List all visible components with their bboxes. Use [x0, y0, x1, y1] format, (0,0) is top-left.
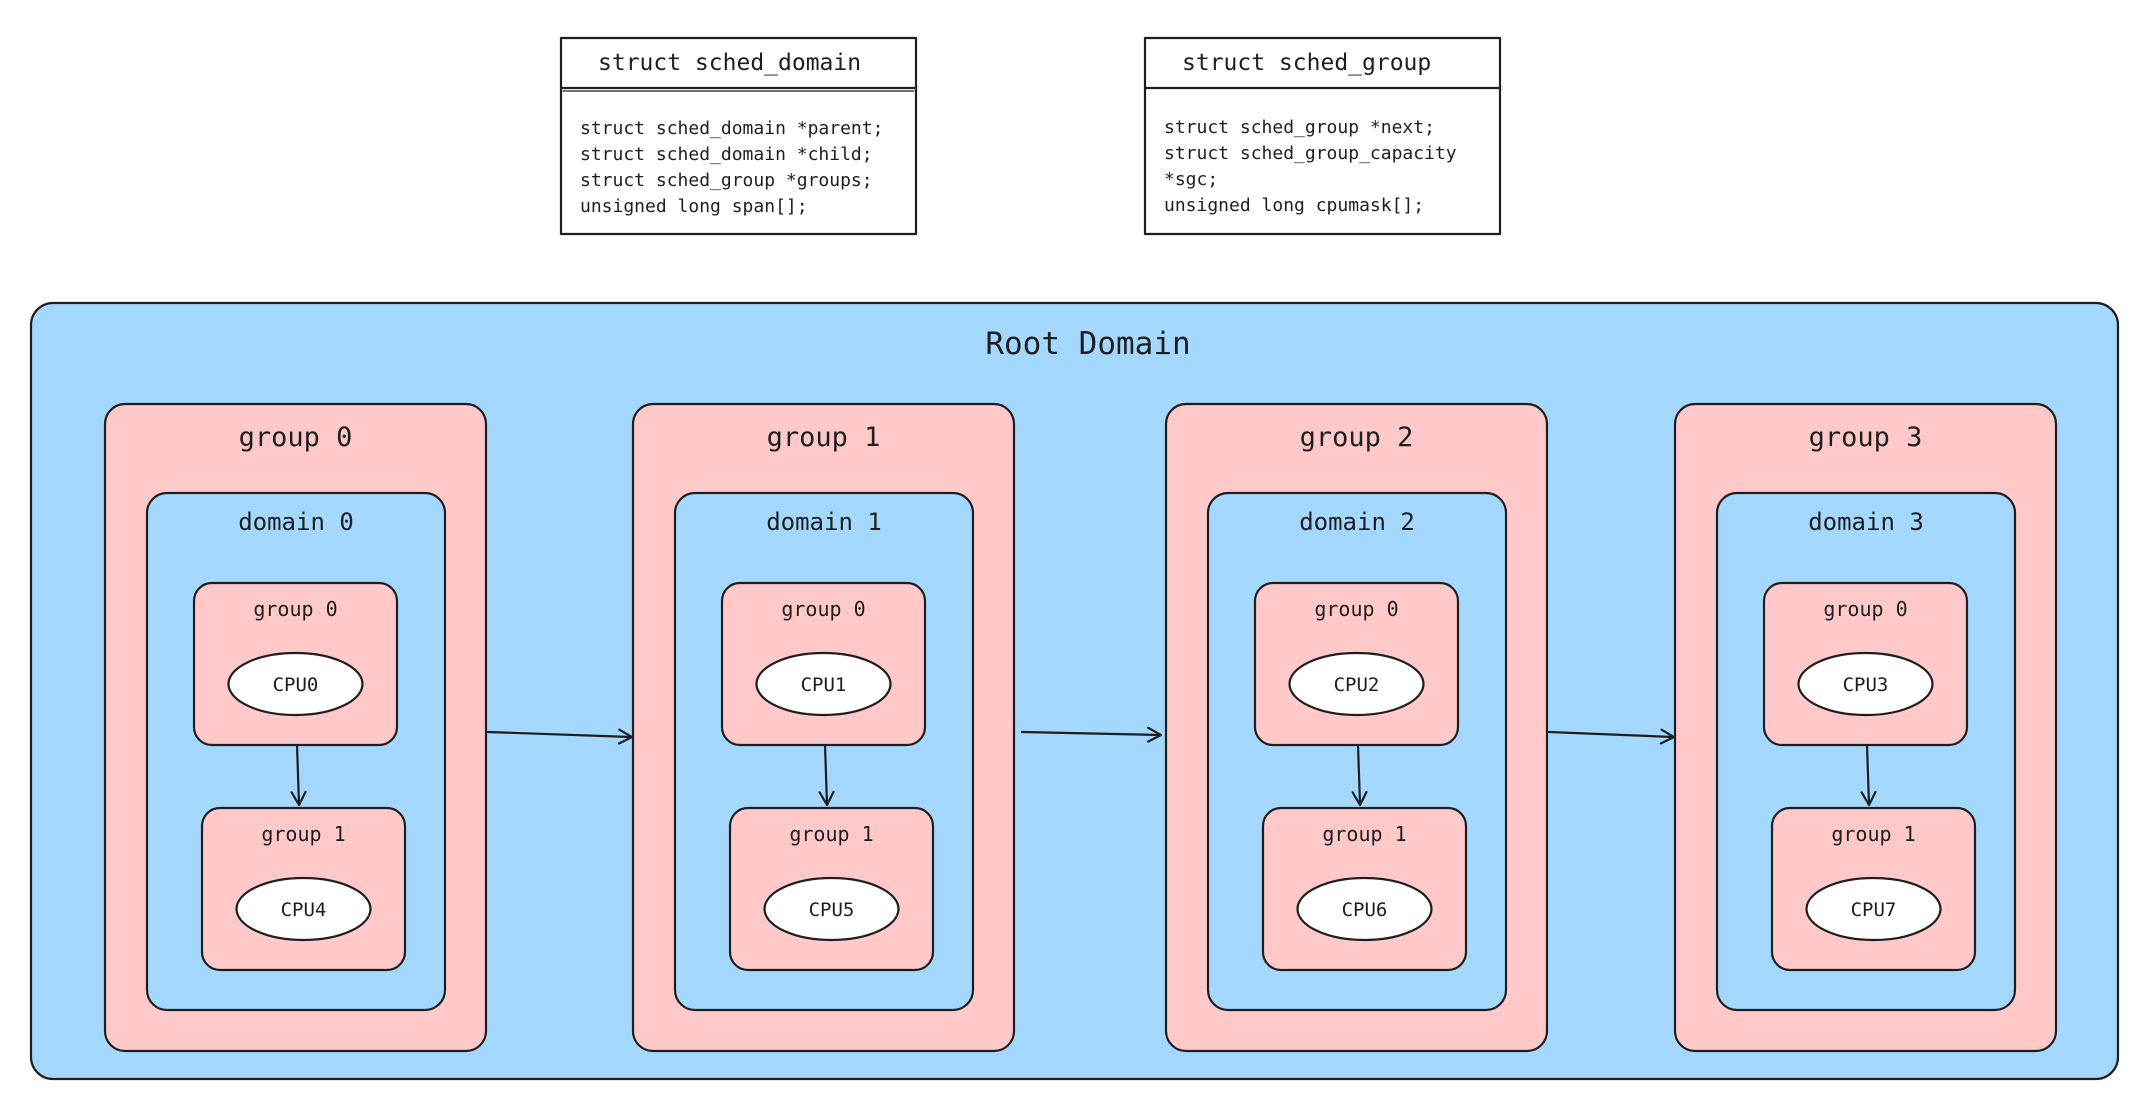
cpu-label: CPU6 — [1342, 899, 1388, 921]
domain-title: domain 1 — [766, 508, 882, 536]
cpu-label: CPU5 — [809, 899, 855, 921]
subgroup-0: group 0 CPU2 — [1253, 581, 1460, 747]
cpu-label: CPU3 — [1843, 674, 1889, 696]
struct-field: *sgc; — [1164, 169, 1218, 190]
struct-field: struct sched_domain *parent; — [580, 118, 883, 139]
group-title: group 3 — [1809, 422, 1923, 453]
cpu-node — [227, 651, 364, 717]
subgroup-0: group 0 CPU3 — [1762, 581, 1969, 747]
group-title: group 0 — [239, 422, 353, 453]
domain-0: domain 0 group 0 CPU0 group 1 CPU4 — [145, 491, 447, 1012]
group-next-arrow — [486, 732, 631, 737]
subgroup-title: group 1 — [261, 822, 345, 846]
subgroup-link-arrow — [297, 743, 299, 804]
cpu-label: CPU4 — [281, 899, 327, 921]
domain-title: domain 3 — [1808, 508, 1924, 536]
domain-1: domain 1 group 0 CPU1 group 1 CPU5 — [673, 491, 975, 1012]
group-next-arrow — [1547, 732, 1673, 737]
cpu-label: CPU7 — [1851, 899, 1897, 921]
domain-title: domain 0 — [238, 508, 354, 536]
cpu-label: CPU1 — [801, 674, 847, 696]
cpu-label: CPU2 — [1334, 674, 1380, 696]
cpu-node — [1797, 651, 1934, 717]
subgroup-1: group 1 CPU7 — [1770, 806, 1977, 972]
subgroup-title: group 0 — [1314, 597, 1398, 621]
cpu-node — [1805, 876, 1942, 942]
subgroup-1: group 1 CPU6 — [1261, 806, 1468, 972]
subgroup-title: group 0 — [253, 597, 337, 621]
cpu-label: CPU0 — [273, 674, 319, 696]
cpu-node — [1288, 651, 1425, 717]
subgroup-link-arrow — [1358, 743, 1360, 804]
cpu-node — [235, 876, 372, 942]
arrows-layer — [486, 732, 1673, 737]
struct-sched-group-box: struct sched_group struct sched_group *n… — [1143, 36, 1502, 236]
domain-title: domain 2 — [1299, 508, 1415, 536]
root-domain-title: Root Domain — [985, 326, 1190, 362]
subgroup-0: group 0 CPU1 — [720, 581, 927, 747]
subgroup-title: group 1 — [1322, 822, 1406, 846]
top-group-2: group 2 domain 2 group 0 CPU2 group 1 CPU6 — [1164, 402, 1549, 1053]
group-next-arrow — [1020, 732, 1160, 735]
subgroup-0: group 0 CPU0 — [192, 581, 399, 747]
struct-field: struct sched_domain *child; — [580, 144, 873, 165]
group-title: group 1 — [767, 422, 881, 453]
cpu-node — [755, 651, 892, 717]
subgroup-1: group 1 CPU5 — [728, 806, 935, 972]
struct-field: struct sched_group *groups; — [580, 170, 873, 191]
struct-field: struct sched_group *next; — [1164, 117, 1435, 138]
struct-sched-domain-box: struct sched_domain struct sched_domain … — [559, 36, 918, 236]
root-domain: Root Domain — [29, 301, 2120, 1081]
subgroup-link-arrow — [1867, 743, 1869, 804]
struct-field: struct sched_group_capacity — [1164, 143, 1457, 164]
subgroup-title: group 1 — [789, 822, 873, 846]
subgroup-title: group 1 — [1831, 822, 1915, 846]
struct-box-title: struct sched_domain — [598, 50, 861, 76]
struct-field: unsigned long span[]; — [580, 196, 808, 217]
struct-field: unsigned long cpumask[]; — [1164, 195, 1424, 216]
top-group-0: group 0 domain 0 group 0 CPU0 group 1 CPU4 — [103, 402, 488, 1053]
cpu-node — [763, 876, 900, 942]
subgroup-title: group 0 — [781, 597, 865, 621]
cpu-node — [1296, 876, 1433, 942]
subgroup-title: group 0 — [1823, 597, 1907, 621]
struct-box-title: struct sched_group — [1182, 50, 1431, 76]
top-group-1: group 1 domain 1 group 0 CPU1 group 1 CPU5 — [631, 402, 1016, 1053]
top-group-3: group 3 domain 3 group 0 CPU3 group 1 CPU7 — [1673, 402, 2058, 1053]
subgroup-1: group 1 CPU4 — [200, 806, 407, 972]
group-title: group 2 — [1300, 422, 1414, 453]
domain-2: domain 2 group 0 CPU2 group 1 CPU6 — [1206, 491, 1508, 1012]
subgroup-link-arrow — [825, 743, 827, 804]
domain-3: domain 3 group 0 CPU3 group 1 CPU7 — [1715, 491, 2017, 1012]
